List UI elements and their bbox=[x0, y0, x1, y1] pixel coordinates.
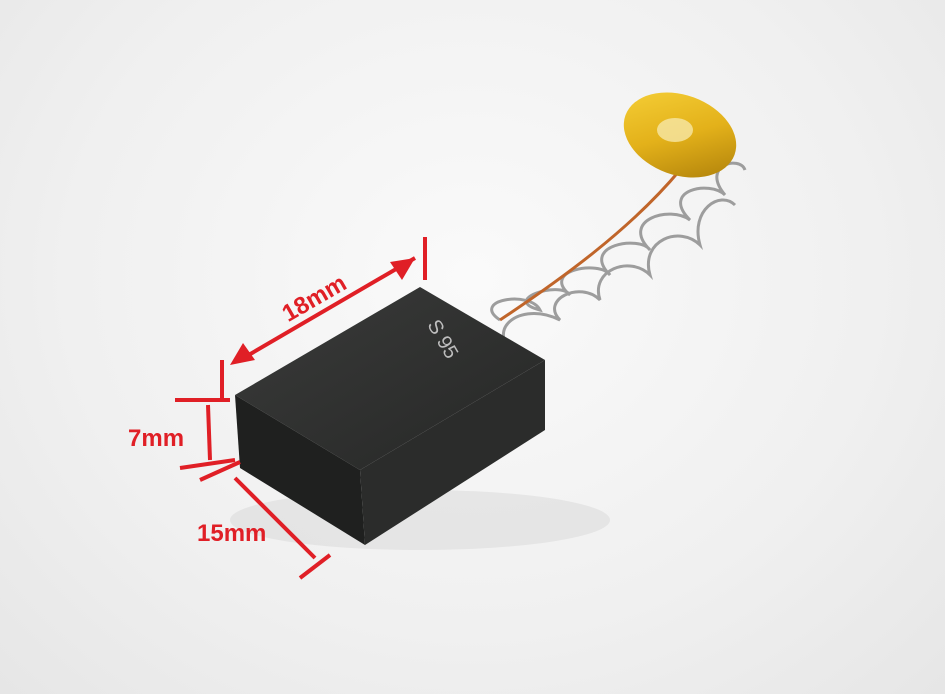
width-label: 15mm bbox=[197, 520, 267, 547]
carbon-block bbox=[235, 287, 545, 545]
contact-cap bbox=[623, 92, 737, 178]
dimension-lines bbox=[175, 237, 427, 580]
copper-wire bbox=[499, 169, 682, 322]
spring bbox=[490, 161, 747, 362]
height-label: 7mm bbox=[128, 425, 185, 452]
